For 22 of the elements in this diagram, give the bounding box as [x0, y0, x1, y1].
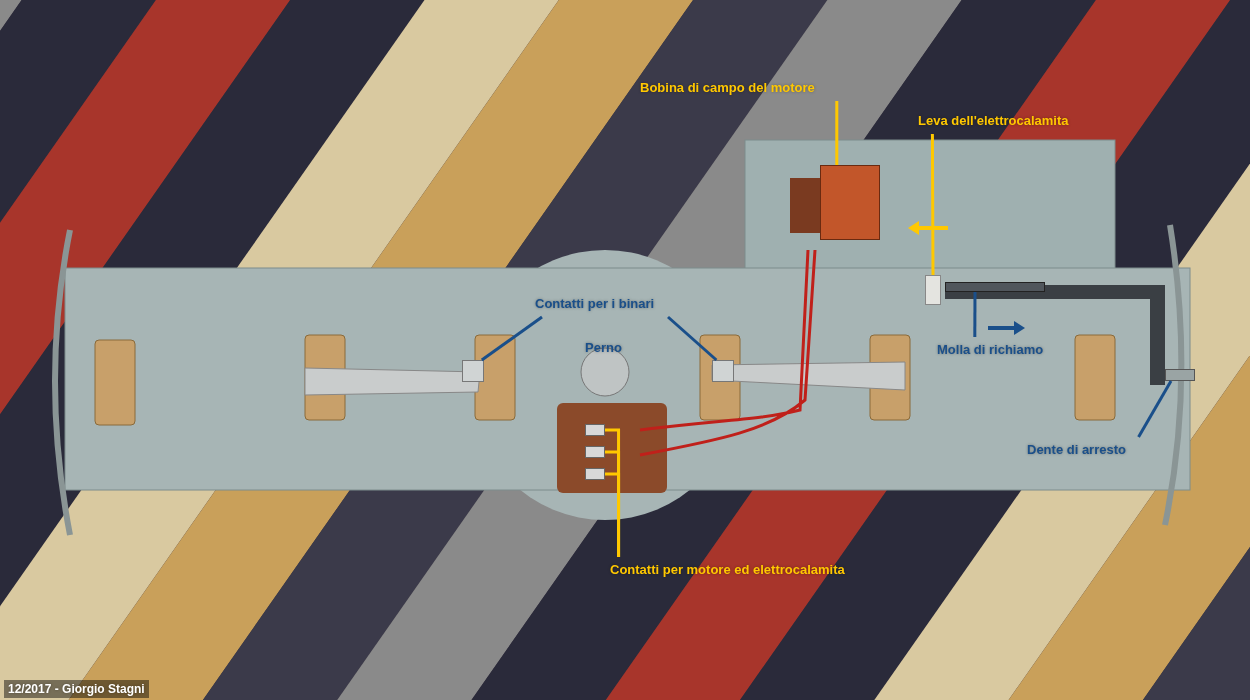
leader-line — [930, 134, 935, 275]
photo-credit: 12/2017 - Giorgio Stagni — [4, 680, 149, 698]
part-label: Bobina di campo del motore — [640, 79, 815, 97]
contact-tip — [712, 360, 734, 382]
lever — [925, 275, 941, 305]
contact-pad — [585, 468, 605, 480]
spring — [945, 282, 1045, 292]
leader-line — [835, 101, 839, 165]
coil — [820, 165, 880, 240]
part-label: Molla di richiamo — [937, 341, 1044, 359]
part-label: Contatti per i binari — [535, 295, 655, 313]
leader-line — [667, 315, 718, 362]
contact-tip — [462, 360, 484, 382]
leader-line — [605, 472, 621, 557]
contact-pad — [585, 446, 605, 458]
part-label: Perno — [585, 339, 622, 357]
contact-pad — [585, 424, 605, 436]
leader-line — [1137, 380, 1173, 438]
part-label: Dente di arresto — [1027, 441, 1126, 459]
leader-line — [973, 292, 977, 337]
stop-tooth — [1165, 369, 1195, 381]
leader-line — [480, 315, 543, 362]
